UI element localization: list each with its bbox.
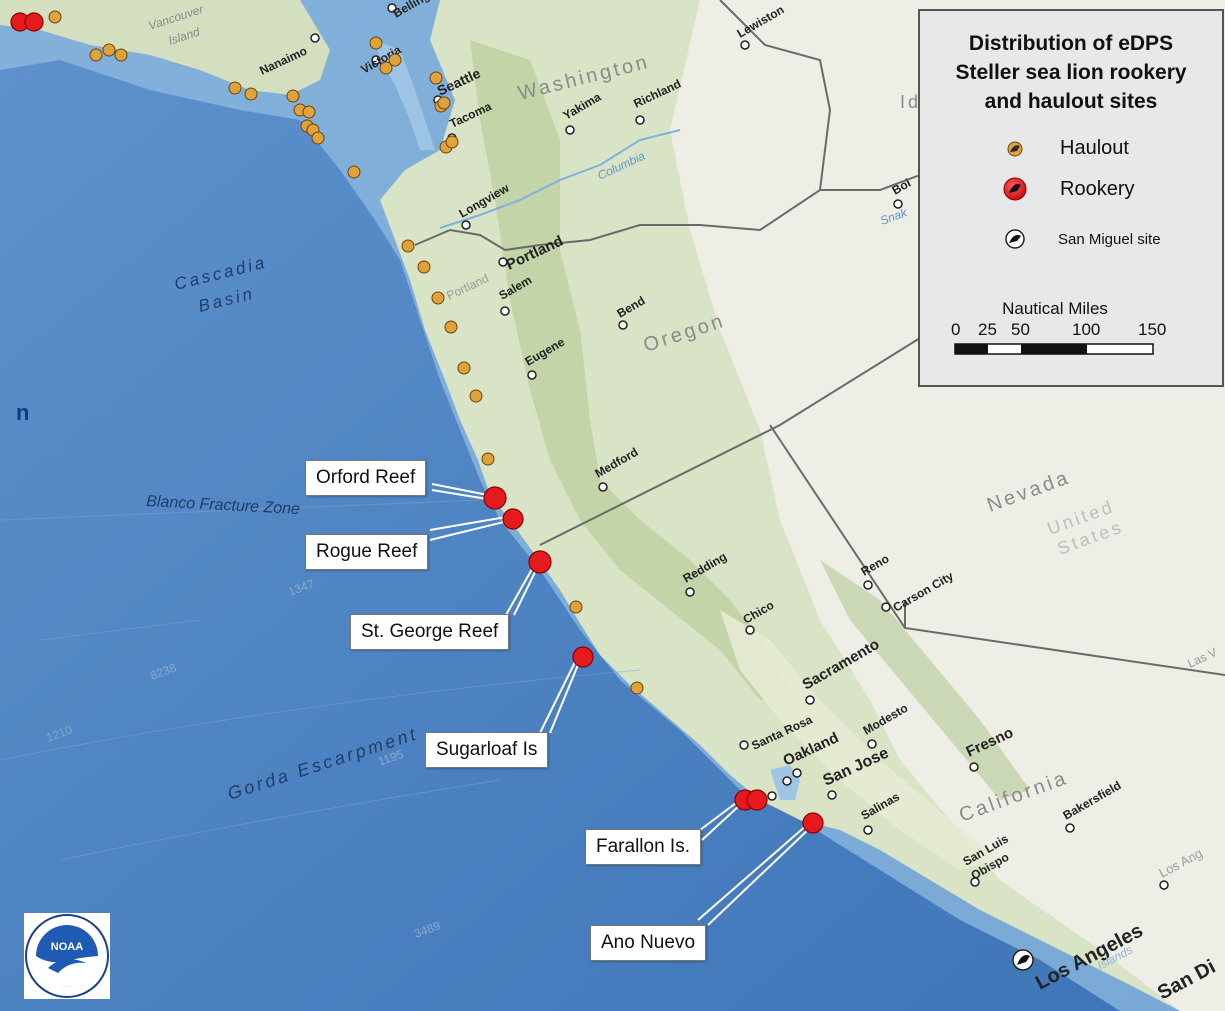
scale-bar-title: Nautical Miles bbox=[1002, 299, 1108, 318]
haulout-marker bbox=[89, 48, 103, 62]
central-valley bbox=[720, 610, 1000, 870]
haulout-marker bbox=[457, 361, 471, 375]
haulout-marker bbox=[437, 96, 451, 110]
haulout-marker bbox=[302, 105, 316, 119]
callout-farallon-is: Farallon Is. bbox=[585, 829, 701, 865]
legend-san-miguel-label: San Miguel site bbox=[1058, 231, 1161, 248]
haulout-marker bbox=[469, 389, 483, 403]
haulout-marker bbox=[481, 452, 495, 466]
haulout-marker bbox=[114, 48, 128, 62]
legend-panel: Distribution of eDPS Steller sea lion ro… bbox=[918, 9, 1224, 387]
san-miguel-legend-icon bbox=[1005, 229, 1025, 249]
haulout-marker bbox=[429, 71, 443, 85]
noaa-logo: NOAA bbox=[24, 913, 110, 999]
legend-haulout-label: Haulout bbox=[1060, 137, 1129, 159]
callout-leaders bbox=[429, 483, 813, 926]
legend-title-line-2: Steller sea lion rookery bbox=[955, 61, 1187, 84]
label-id: Id bbox=[900, 92, 921, 112]
columbia-river bbox=[439, 129, 681, 229]
rookery-marker bbox=[502, 508, 524, 530]
callout-rogue-reef: Rogue Reef bbox=[305, 534, 429, 570]
scale-tick-100: 100 bbox=[1072, 320, 1101, 339]
haulout-marker bbox=[228, 81, 242, 95]
haulout-marker bbox=[369, 36, 383, 50]
rookery-marker bbox=[746, 789, 768, 811]
callout-st-george-reef: St. George Reef bbox=[350, 614, 510, 650]
scale-tick-25: 25 bbox=[978, 320, 997, 339]
haulout-markers bbox=[48, 10, 644, 695]
vancouver-island bbox=[0, 0, 330, 95]
rookery-markers bbox=[10, 12, 824, 834]
callout-ano-nuevo: Ano Nuevo bbox=[590, 925, 707, 961]
rookery-marker bbox=[572, 646, 594, 668]
rookery-marker bbox=[802, 812, 824, 834]
callout-orford-reef: Orford Reef bbox=[305, 460, 427, 496]
haulout-marker bbox=[569, 600, 583, 614]
label-n: n bbox=[16, 400, 29, 425]
haulout-marker bbox=[431, 291, 445, 305]
rookery-marker bbox=[483, 486, 507, 510]
sierra-forest bbox=[820, 560, 1030, 800]
noaa-text: NOAA bbox=[51, 941, 83, 953]
haulout-marker bbox=[347, 165, 361, 179]
rookery-marker bbox=[528, 550, 552, 574]
haulout-marker bbox=[445, 135, 459, 149]
legend-rookery-label: Rookery bbox=[1060, 178, 1135, 200]
haulout-marker bbox=[417, 260, 431, 274]
haulout-marker bbox=[388, 53, 402, 67]
haulout-marker bbox=[401, 239, 415, 253]
haulout-marker bbox=[286, 89, 300, 103]
legend-title: Distribution of eDPS Steller sea lion ro… bbox=[920, 29, 1222, 116]
legend-title-line-1: Distribution of eDPS bbox=[968, 32, 1174, 55]
cascade-forest bbox=[470, 40, 790, 700]
haulout-marker bbox=[311, 131, 325, 145]
noaa-emblem: NOAA bbox=[25, 914, 109, 998]
haulout-marker bbox=[630, 681, 644, 695]
scale-tick-0: 0 bbox=[951, 320, 961, 339]
haulout-marker bbox=[444, 320, 458, 334]
rookery-marker bbox=[24, 12, 44, 32]
state-borders bbox=[414, 0, 1225, 676]
haulout-marker bbox=[102, 43, 116, 57]
callout-sugarloaf-is: Sugarloaf Is bbox=[425, 732, 549, 768]
scale-bar bbox=[954, 343, 1154, 355]
seafloor-texture bbox=[0, 499, 641, 861]
haulout-marker bbox=[48, 10, 62, 24]
scale-tick-50: 50 bbox=[1011, 320, 1030, 339]
san-miguel-marker bbox=[1012, 949, 1034, 971]
haulout-legend-icon bbox=[1007, 141, 1023, 157]
rookery-legend-icon bbox=[1003, 177, 1027, 201]
scale-tick-150: 150 bbox=[1138, 320, 1167, 339]
haulout-marker bbox=[379, 61, 393, 75]
legend-title-line-3: and haulout sites bbox=[984, 90, 1158, 113]
haulout-marker bbox=[244, 87, 258, 101]
